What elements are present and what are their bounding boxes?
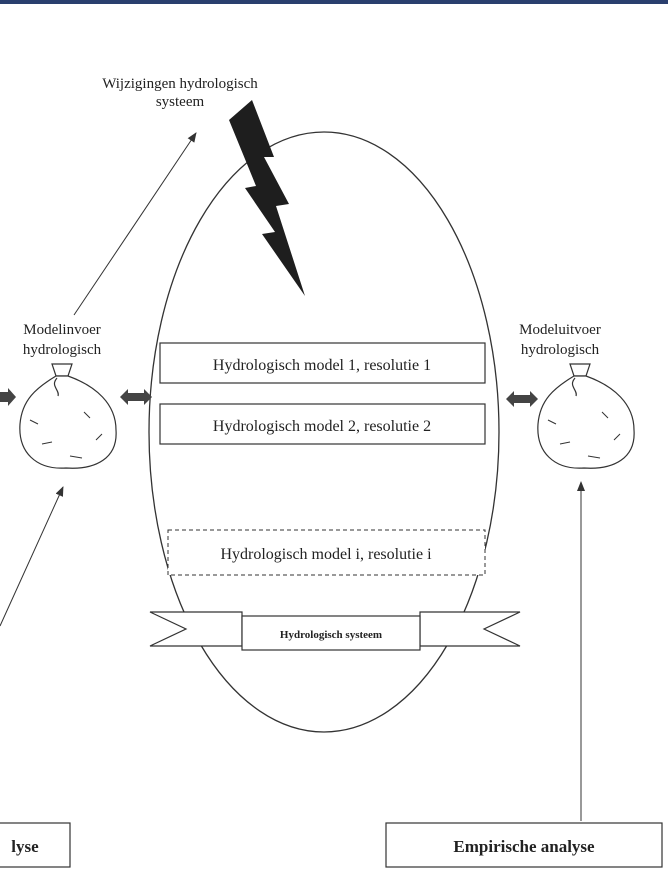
system-ellipse	[148, 131, 500, 733]
output-bag-icon	[537, 363, 635, 469]
input-bag-icon	[19, 363, 117, 469]
double-arrow-input-system	[120, 389, 152, 405]
empirical-analysis-label: Empirische analyse	[453, 837, 595, 856]
input-label-line1: Modelinvoer	[23, 322, 100, 338]
left-analysis-label: lyse	[11, 837, 39, 856]
model-2-label: Hydrologisch model 2, resolutie 2	[213, 418, 431, 435]
arrow-to-top-label	[73, 132, 197, 316]
output-label-line2: hydrologisch	[521, 342, 600, 358]
arrow-left-to-input	[0, 486, 64, 627]
model-box-1	[159, 342, 486, 384]
model-i-label: Hydrologisch model i, resolutie i	[220, 546, 432, 563]
system-banner	[149, 611, 521, 651]
input-label-line2: hydrologisch	[23, 342, 102, 358]
model-box-2	[159, 403, 486, 445]
double-arrow-system-output	[506, 391, 538, 407]
header-bar	[0, 0, 668, 4]
double-arrow-left-edge	[0, 388, 16, 406]
lightning-icon	[229, 100, 305, 296]
empirical-analysis-box	[385, 822, 663, 868]
model-1-label: Hydrologisch model 1, resolutie 1	[213, 357, 431, 374]
top-label-line2: systeem	[156, 94, 205, 110]
output-label-line1: Modeluitvoer	[519, 322, 601, 338]
left-analysis-box	[0, 822, 71, 868]
top-label-line1: Wijzigingen hydrologisch	[102, 76, 258, 92]
banner-label: Hydrologisch systeem	[280, 629, 382, 641]
model-box-i	[167, 529, 486, 576]
